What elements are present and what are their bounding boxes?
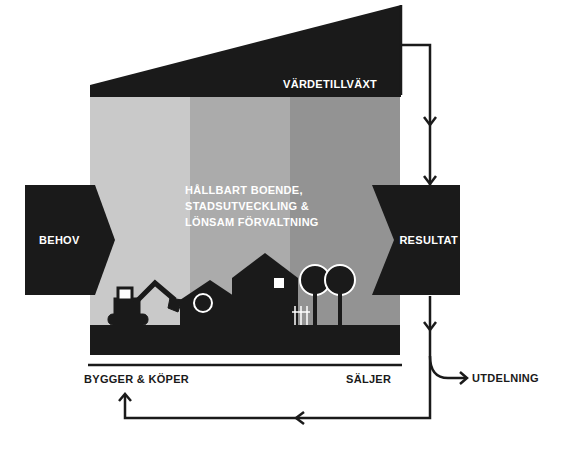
node-text: BEHOV — [39, 232, 109, 248]
base-line — [88, 364, 402, 367]
input-arrow: BEHOV — [25, 185, 115, 295]
flow-label: SÄLJER — [346, 373, 391, 385]
trees-icon — [292, 265, 355, 325]
node-text: VÄRDETILLVÄXT — [283, 76, 393, 92]
arrow-head — [424, 117, 436, 125]
node-text: RESULTAT — [396, 232, 458, 248]
house-icon — [232, 253, 298, 325]
process-band: HÅLLBART BOENDE, STADSUTVECKLING & LÖNSA… — [90, 97, 400, 325]
output-arrow-fill — [372, 185, 460, 295]
flow-connector — [401, 45, 436, 185]
output-arrow: RESULTAT — [372, 185, 460, 295]
house-icon — [180, 280, 240, 325]
bracket-line — [400, 5, 403, 95]
arrow-head — [424, 176, 436, 184]
node-text: HÅLLBART BOENDE, STADSUTVECKLING & LÖNSA… — [185, 182, 355, 230]
flow-label: BYGGER & KÖPER — [84, 373, 189, 385]
excavator-icon — [108, 283, 182, 325]
ground-strip — [90, 325, 400, 355]
connector-line — [401, 45, 430, 185]
flow-loop — [119, 296, 467, 424]
flow-label: UTDELNING — [472, 372, 539, 384]
value-wedge-fill — [90, 5, 401, 97]
value-wedge: VÄRDETILLVÄXT — [90, 5, 401, 97]
